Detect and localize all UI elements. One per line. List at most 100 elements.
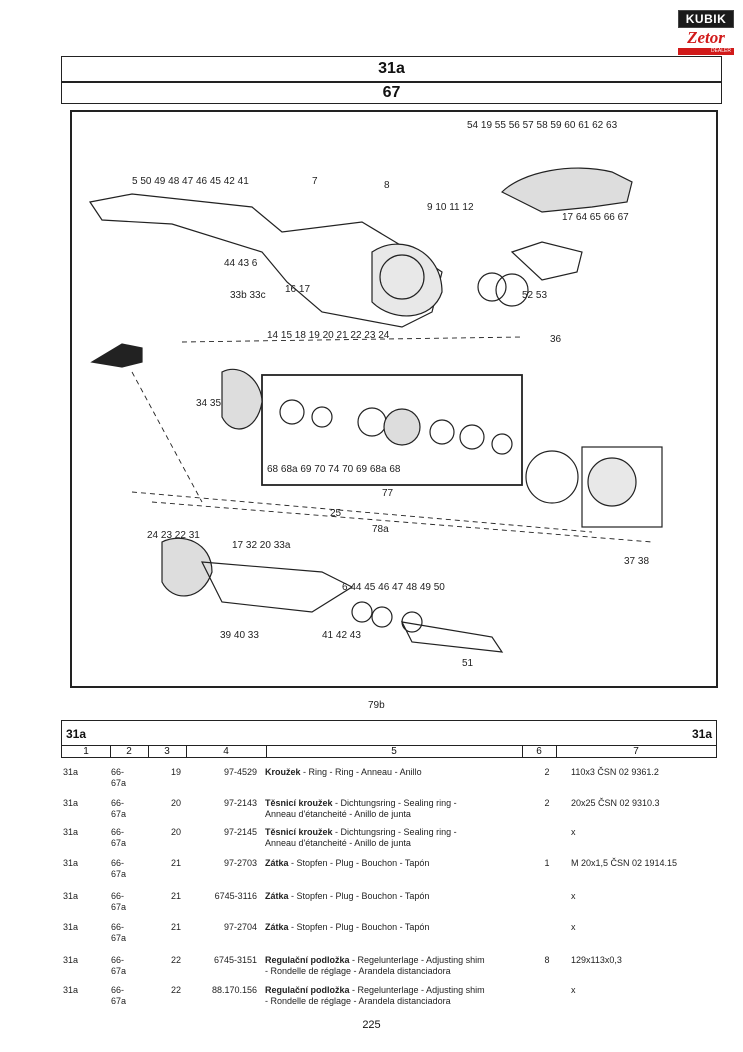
cell-position: 20 (170, 798, 181, 808)
cell-note: 110x3 ČSN 02 9361.2 (571, 767, 659, 777)
label-39-33: 39 40 33 (220, 630, 259, 641)
cell-section: 31a (63, 858, 79, 868)
label-36: 36 (550, 334, 562, 345)
part-name: Zátka (265, 891, 289, 901)
cell-models: 66- 67a (111, 922, 127, 943)
cell-description: Zátka - Stopfen - Plug - Bouchon - Tapón (265, 922, 430, 932)
cell-quantity: 2 (544, 767, 550, 777)
cell-position: 21 (170, 858, 181, 868)
col-header-6: 6 (522, 746, 557, 758)
cell-description: Regulační podložka - Regelunterlage - Ad… (265, 985, 485, 1006)
cell-part-number: 6745-3151 (213, 955, 257, 965)
cell-description: Regulační podložka - Regelunterlage - Ad… (265, 955, 485, 976)
label-5-41: 5 50 49 48 47 46 45 42 41 (132, 176, 249, 187)
cell-position: 19 (170, 767, 181, 777)
label-17-67: 17 64 65 66 67 (562, 212, 629, 223)
cell-section: 31a (63, 798, 79, 808)
cell-position: 22 (170, 985, 181, 995)
cell-position: 21 (170, 891, 181, 901)
page-number: 225 (362, 1019, 381, 1031)
column-header-row: 1 2 3 4 5 6 7 (62, 745, 716, 758)
cell-note: x (571, 985, 576, 995)
part-name: Regulační podložka (265, 985, 350, 995)
cell-note: x (571, 827, 576, 837)
col-header-3: 3 (148, 746, 187, 758)
cell-models: 66- 67a (111, 891, 127, 912)
label-17-33a: 17 32 20 33a (232, 540, 291, 551)
cell-part-number: 97-2145 (223, 827, 257, 837)
label-79b: 79b (368, 700, 385, 711)
cell-description: Zátka - Stopfen - Plug - Bouchon - Tapón (265, 858, 430, 868)
brand-logo: KUBIK Zetor DEALER (678, 10, 734, 68)
cell-note: x (571, 922, 576, 932)
parts-table-header: 31a 31a 1 2 3 4 5 6 7 (61, 720, 717, 758)
part-name: Kroužek (265, 767, 301, 777)
label-16-17: 16 17 (285, 284, 311, 295)
label-34-35: 34 35 (196, 398, 222, 409)
cell-section: 31a (63, 985, 79, 995)
table-title-left: 31a (66, 727, 87, 741)
brand-sub: Zetor (687, 28, 725, 47)
cell-part-number: 97-2143 (223, 798, 257, 808)
cell-section: 31a (63, 827, 79, 837)
label-37-38: 37 38 (624, 556, 650, 567)
cell-section: 31a (63, 922, 79, 932)
label-54-63: 54 19 55 56 57 58 59 60 61 62 63 (467, 120, 618, 131)
exploded-diagram: 54 19 55 56 57 58 59 60 61 62 63 5 50 49… (70, 110, 718, 688)
part-name: Regulační podložka (265, 955, 350, 965)
cell-note: M 20x1,5 ČSN 02 1914.15 (571, 858, 678, 868)
part-name: Těsnicí kroužek (265, 827, 333, 837)
cell-position: 21 (170, 922, 181, 932)
label-52-53: 52 53 (522, 290, 548, 301)
part-name: Zátka (265, 858, 289, 868)
cell-models: 66- 67a (111, 985, 127, 1006)
label-77: 77 (382, 488, 394, 499)
brand-dealer: DEALER (678, 48, 734, 55)
label-44-43-6: 44 43 6 (224, 258, 258, 269)
diagram-drawing (88, 167, 663, 653)
cell-quantity: 8 (544, 955, 550, 965)
cell-note: 20x25 ČSN 02 9310.3 (571, 798, 660, 808)
cell-position: 20 (170, 827, 181, 837)
section-header: 31a (61, 56, 722, 82)
cell-models: 66- 67a (111, 955, 127, 976)
cell-description: Těsnicí kroužek - Dichtungsring - Sealin… (265, 798, 457, 819)
label-25: 25 (330, 508, 342, 519)
cell-section: 31a (63, 891, 79, 901)
part-name: Zátka (265, 922, 289, 932)
cell-part-number: 97-2704 (223, 922, 257, 932)
brand-name: KUBIK (678, 10, 734, 28)
label-51: 51 (462, 658, 474, 669)
label-9-12: 9 10 11 12 (427, 202, 474, 213)
cell-description: Zátka - Stopfen - Plug - Bouchon - Tapón (265, 891, 430, 901)
cell-section: 31a (63, 955, 79, 965)
label-33b-33c: 33b 33c (230, 290, 266, 301)
label-68-68: 68 68a 69 70 74 70 69 68a 68 (267, 464, 401, 475)
cell-note: 129x113x0,3 (571, 955, 622, 965)
cell-models: 66- 67a (111, 858, 127, 879)
label-14-24: 14 15 18 19 20 21 22 23 24 (267, 330, 390, 341)
label-24-31: 24 23 22 31 (147, 530, 200, 541)
cell-description: Kroužek - Ring - Ring - Anneau - Anillo (265, 767, 422, 777)
col-header-1: 1 (62, 746, 111, 758)
label-6-50: 6 44 45 46 47 48 49 50 (342, 582, 445, 593)
cell-position: 22 (170, 955, 181, 965)
cell-part-number: 6745-3116 (214, 891, 257, 901)
col-header-2: 2 (110, 746, 149, 758)
cell-part-number: 88.170.156 (211, 985, 257, 995)
part-name: Těsnicí kroužek (265, 798, 333, 808)
cell-note: x (571, 891, 576, 901)
col-header-5: 5 (266, 746, 523, 758)
cell-description: Těsnicí kroužek - Dichtungsring - Sealin… (265, 827, 457, 848)
group-header: 67 (61, 82, 722, 104)
cell-quantity: 2 (544, 798, 550, 808)
cell-quantity: 1 (544, 858, 550, 868)
cell-models: 66- 67a (111, 767, 127, 788)
label-78a: 78a (372, 524, 389, 535)
cell-part-number: 97-2703 (223, 858, 257, 868)
label-41-43: 41 42 43 (322, 630, 361, 641)
col-header-4: 4 (186, 746, 267, 758)
cell-part-number: 97-4529 (223, 767, 257, 777)
col-header-7: 7 (633, 746, 639, 757)
label-7: 7 (312, 176, 318, 187)
